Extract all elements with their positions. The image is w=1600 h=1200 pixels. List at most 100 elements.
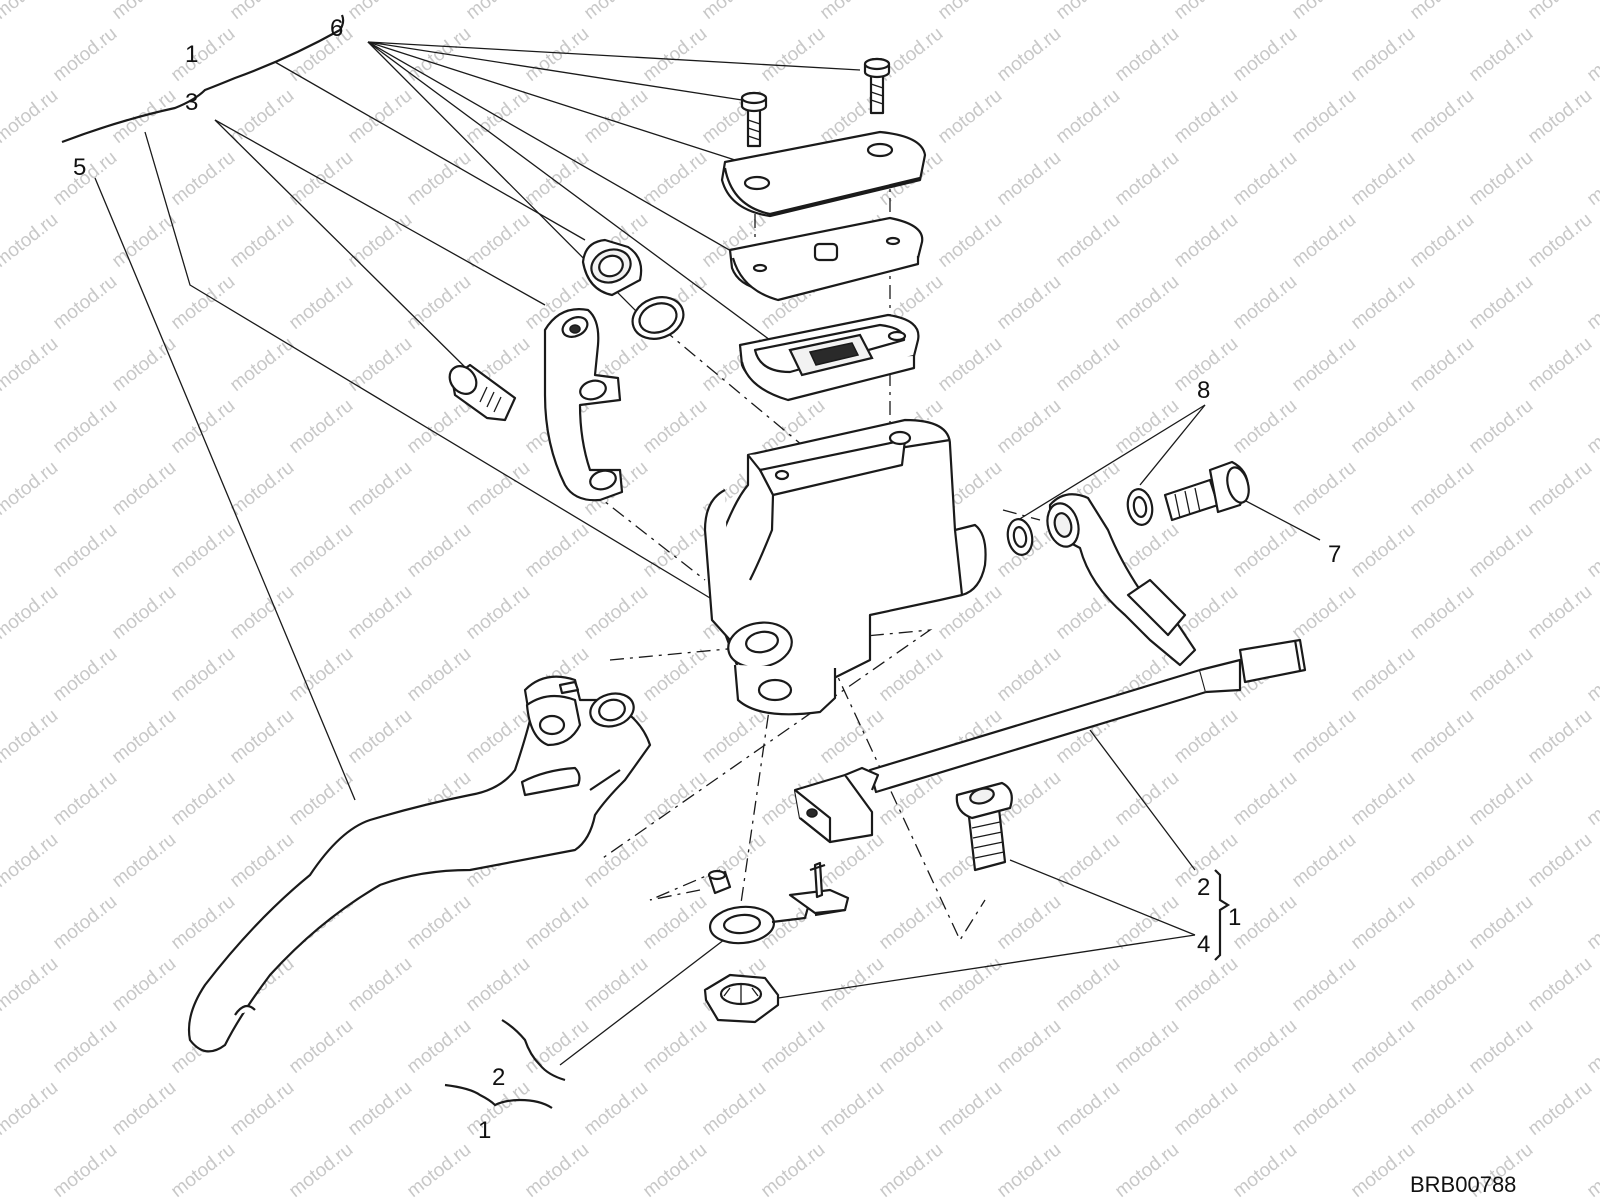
watermark-text: motod.ru [1465, 23, 1537, 86]
cap-plate [728, 216, 924, 302]
callout-assembly-top: 1 [185, 41, 198, 68]
watermark-text: motod.ru [639, 767, 711, 830]
watermark-text: motod.ru [0, 271, 3, 334]
sealing-washer [1006, 518, 1034, 556]
watermark-text: motod.ru [521, 519, 593, 582]
watermark-text: motod.ru [0, 85, 62, 148]
watermark-text: motod.ru [1406, 209, 1478, 272]
watermark-text: motod.ru [934, 953, 1006, 1016]
watermark-text: motod.ru [1052, 0, 1124, 24]
watermark-text: motod.ru [1583, 891, 1600, 954]
watermark-text: motod.ru [226, 333, 298, 396]
watermark-text: motod.ru [49, 767, 121, 830]
watermark-text: motod.ru [0, 581, 62, 644]
watermark-text: motod.ru [993, 147, 1065, 210]
watermark-text: motod.ru [1170, 705, 1242, 768]
watermark-text: motod.ru [1229, 767, 1301, 830]
watermark-text: motod.ru [1347, 767, 1419, 830]
watermark-text: motod.ru [1170, 85, 1242, 148]
watermark-text: motod.ru [1170, 209, 1242, 272]
watermark-text: motod.ru [0, 0, 62, 24]
watermark-text: motod.ru [403, 643, 475, 706]
watermark-text: motod.ru [1288, 0, 1360, 24]
watermark-text: motod.ru [226, 209, 298, 272]
watermark-text: motod.ru [285, 767, 357, 830]
assembly-brace [61, 14, 345, 144]
watermark-text: motod.ru [167, 519, 239, 582]
watermark-text: motod.ru [875, 23, 947, 86]
watermark-text: motod.ru [0, 643, 3, 706]
watermark-text: motod.ru [1229, 147, 1301, 210]
watermark-text: motod.ru [1524, 829, 1596, 892]
watermark-text: motod.ru [108, 333, 180, 396]
watermark-text: motod.ru [1170, 1077, 1242, 1140]
watermark-text: motod.ru [0, 333, 62, 396]
watermark-text: motod.ru [108, 1077, 180, 1140]
watermark-text: motod.ru [49, 23, 121, 86]
watermark-text: motod.ru [875, 643, 947, 706]
watermark-text: motod.ru [49, 1015, 121, 1078]
reservoir-cap-screw [863, 57, 891, 115]
callout-switch-group-1: 1 [1228, 904, 1241, 931]
watermark-text: motod.ru [1347, 891, 1419, 954]
watermark-text: motod.ru [49, 271, 121, 334]
watermark-text: motod.ru [0, 767, 3, 830]
watermark-text: motod.ru [1288, 85, 1360, 148]
watermark-text: motod.ru [521, 891, 593, 954]
watermark-text: motod.ru [1347, 519, 1419, 582]
watermark-text: motod.ru [1406, 829, 1478, 892]
watermark-text: motod.ru [1288, 333, 1360, 396]
watermark-text: motod.ru [167, 23, 239, 86]
watermark-text: motod.ru [934, 209, 1006, 272]
watermark-text: motod.ru [344, 209, 416, 272]
sealing-washer [1126, 488, 1154, 526]
watermark-text: motod.ru [698, 829, 770, 892]
watermark-text: motod.ru [934, 0, 1006, 24]
watermark-text: motod.ru [639, 23, 711, 86]
watermark-text: motod.ru [403, 519, 475, 582]
watermark-text: motod.ru [167, 767, 239, 830]
callout-switch-ref-4: 4 [1197, 931, 1210, 958]
watermark-text: motod.ru [1288, 581, 1360, 644]
watermark-text: motod.ru [1347, 1015, 1419, 1078]
watermark-text: motod.ru [167, 643, 239, 706]
watermark-text: motod.ru [167, 271, 239, 334]
bottom-brace-1 [444, 1083, 553, 1109]
watermark-text: motod.ru [580, 1077, 652, 1140]
watermark-text: motod.ru [1406, 457, 1478, 520]
watermark-text: motod.ru [1524, 333, 1596, 396]
watermark-text: motod.ru [1229, 519, 1301, 582]
watermark-text: motod.ru [226, 85, 298, 148]
watermark-text: motod.ru [1347, 1139, 1419, 1200]
watermark-text: motod.ru [1111, 767, 1183, 830]
banjo-bolt [1163, 460, 1250, 522]
watermark-text: motod.ru [0, 1077, 62, 1140]
watermark-text: motod.ru [934, 85, 1006, 148]
watermark-text: motod.ru [226, 829, 298, 892]
watermark-text: motod.ru [0, 1139, 3, 1200]
watermark-text: motod.ru [1052, 1077, 1124, 1140]
watermark-text: motod.ru [167, 395, 239, 458]
watermark-text: motod.ru [1465, 147, 1537, 210]
switch-group-brace [1214, 869, 1231, 961]
clamp-bolt [448, 363, 517, 422]
watermark-text: motod.ru [1052, 953, 1124, 1016]
callout-screws: 6 [330, 15, 343, 42]
watermark-text: motod.ru [1583, 23, 1600, 86]
watermark-text: motod.ru [344, 1077, 416, 1140]
watermark-text: motod.ru [167, 147, 239, 210]
watermark-text: motod.ru [226, 705, 298, 768]
watermark-text: motod.ru [1406, 85, 1478, 148]
watermark-text: motod.ru [403, 1139, 475, 1200]
watermark-text: motod.ru [1229, 395, 1301, 458]
watermark-text: motod.ru [1347, 643, 1419, 706]
callout-washers: 8 [1197, 377, 1210, 404]
watermark-text: motod.ru [816, 705, 888, 768]
watermark-text: motod.ru [1229, 23, 1301, 86]
watermark-text: motod.ru [1229, 1015, 1301, 1078]
brake-lever [187, 675, 652, 1053]
watermark-text: motod.ru [167, 1139, 239, 1200]
watermark-text: motod.ru [1465, 271, 1537, 334]
watermark-text: motod.ru [757, 1139, 829, 1200]
watermark-text: motod.ru [403, 395, 475, 458]
